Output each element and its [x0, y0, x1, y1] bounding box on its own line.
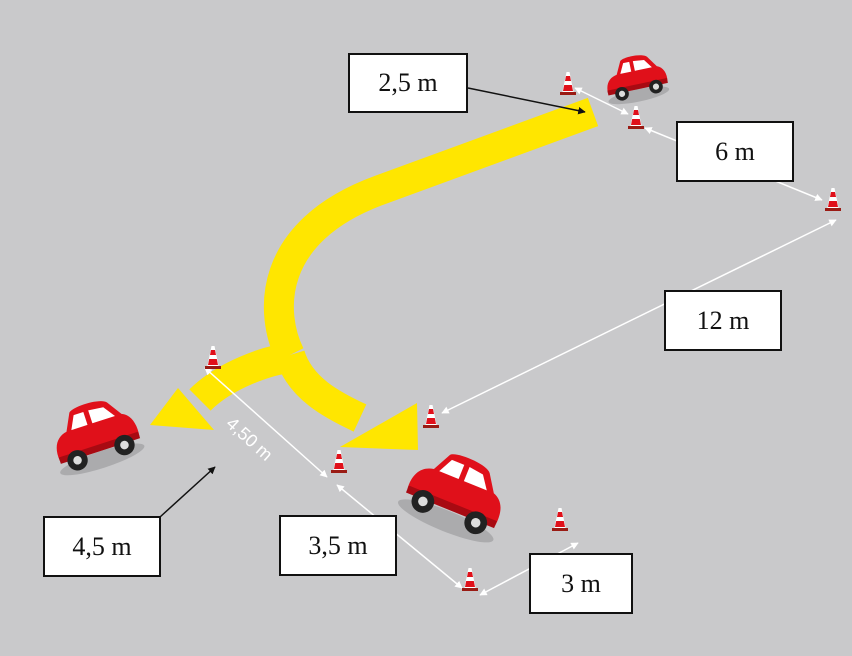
dim-4-50m-line — [204, 367, 328, 478]
pointer-arrows — [159, 87, 586, 518]
label-6m: 6 m — [715, 136, 755, 166]
path-arrowhead-left — [150, 388, 214, 430]
label-3-5m: 3,5 m — [308, 530, 368, 560]
traffic-cone-icon — [560, 72, 576, 95]
dimension-lines — [204, 87, 837, 596]
path-arrowhead-right — [340, 403, 418, 450]
pointer-4-5m — [159, 466, 216, 518]
label-box-6m: 6 m — [676, 121, 794, 182]
label-box-3m: 3 m — [529, 553, 633, 614]
dim-2-5m-line — [574, 87, 629, 115]
label-2-5m: 2,5 m — [378, 68, 438, 97]
traffic-cone-icon — [205, 346, 221, 369]
traffic-cone-icon — [825, 188, 841, 211]
traffic-cone-icon — [462, 568, 478, 591]
traffic-cone-icon — [331, 450, 347, 473]
label-box-2-5m: 2,5 m — [348, 53, 468, 113]
car-icon-bottom — [398, 454, 501, 543]
label-4-5m: 4,5 m — [72, 531, 132, 561]
traffic-cone-icon — [423, 405, 439, 428]
label-box-3-5m: 3,5 m — [279, 515, 397, 576]
dim-3-5m-line — [336, 484, 463, 589]
car-icon-left — [56, 401, 145, 476]
car-icon-top-right — [607, 55, 670, 105]
pointer-2-5m — [467, 87, 586, 115]
maneuver-path — [150, 97, 599, 450]
dim-12m-line — [441, 219, 837, 414]
label-box-4-5m: 4,5 m — [43, 516, 161, 577]
label-box-12m: 12 m — [664, 290, 782, 351]
traffic-cone-icon — [628, 106, 644, 129]
label-12m: 12 m — [696, 305, 750, 335]
traffic-cone-icon — [552, 508, 568, 531]
distance-label-4-50m: 4,50 m — [222, 413, 276, 465]
label-3m: 3 m — [561, 568, 601, 598]
